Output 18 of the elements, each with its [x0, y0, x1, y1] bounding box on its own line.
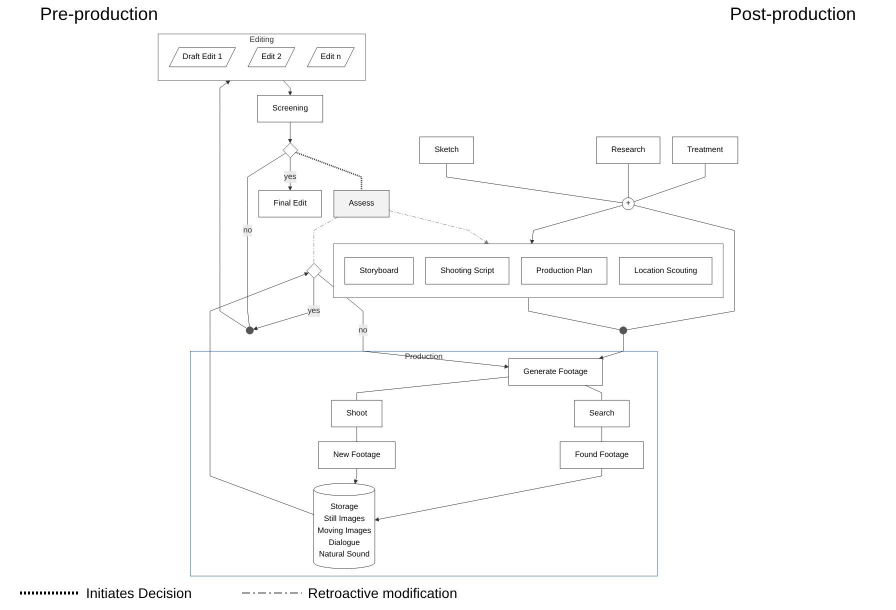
node-diamond — [306, 263, 322, 278]
cluster — [333, 244, 724, 298]
node-diamond — [282, 142, 298, 158]
connector — [247, 152, 286, 327]
column-heading: Post-production — [730, 4, 856, 26]
connector — [446, 163, 623, 204]
connector — [356, 426, 358, 442]
connector — [634, 163, 706, 202]
connector — [528, 298, 620, 330]
node-circle — [619, 326, 628, 334]
column-heading: Pre-production — [40, 4, 158, 26]
connector — [295, 152, 362, 190]
legend-label: Initiates Decision — [86, 585, 192, 601]
connector — [585, 385, 602, 400]
legend-label: Retroactive modification — [308, 585, 458, 601]
node-circle — [246, 326, 254, 334]
connector — [626, 204, 735, 330]
connector — [356, 376, 509, 400]
